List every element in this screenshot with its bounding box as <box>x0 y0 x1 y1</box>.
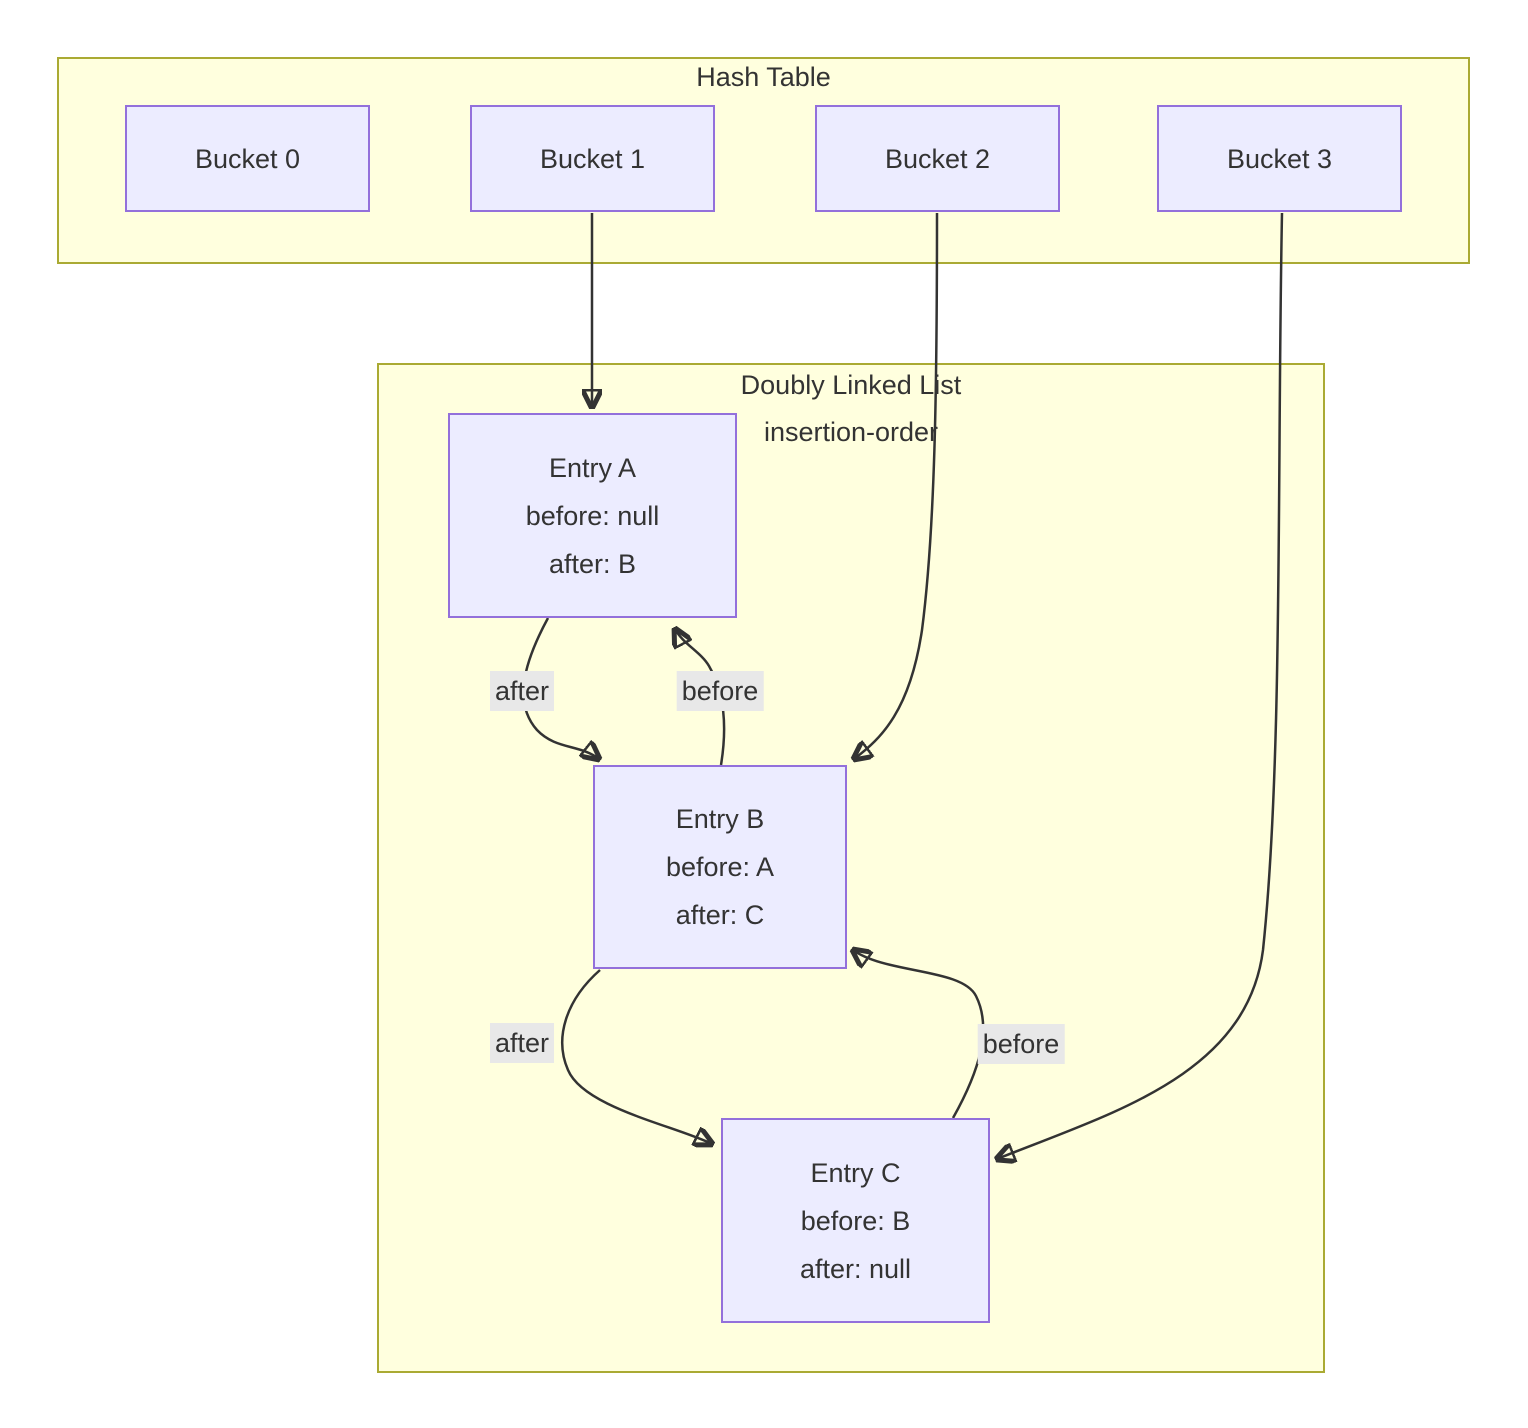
entry-b-name: Entry B <box>675 804 765 834</box>
bucket-3-label: Bucket 3 <box>1226 143 1333 174</box>
bucket-0: Bucket 0 <box>125 105 370 212</box>
entry-c-before: before: B <box>800 1205 911 1236</box>
entry-a-after: after: B <box>548 548 637 579</box>
edge-label-before-c-b: before <box>977 1024 1065 1064</box>
entry-b-after: after: C <box>675 900 765 930</box>
bucket-1-label: Bucket 1 <box>539 143 646 174</box>
edge-label-after-a-b: after <box>489 671 555 711</box>
bucket-1: Bucket 1 <box>470 105 715 212</box>
bucket-0-label: Bucket 0 <box>194 143 301 174</box>
edge-label-before-b-a: before <box>676 671 764 711</box>
entry-c-name: Entry C <box>810 1157 901 1188</box>
entry-c-after: after: null <box>799 1253 912 1284</box>
entry-a: Entry A before: null after: B <box>448 413 737 618</box>
entry-a-name: Entry A <box>548 452 637 483</box>
hash-table-title: Hash Table <box>696 62 831 92</box>
entry-b: Entry B before: A after: C <box>593 765 847 969</box>
bucket-2: Bucket 2 <box>815 105 1060 212</box>
bucket-3: Bucket 3 <box>1157 105 1402 212</box>
entry-b-before: before: A <box>665 852 775 882</box>
bucket-2-label: Bucket 2 <box>884 143 991 174</box>
entry-a-before: before: null <box>525 500 660 531</box>
edge-label-after-b-c: after <box>489 1023 555 1063</box>
entry-c: Entry C before: B after: null <box>721 1118 990 1323</box>
linked-list-title: Doubly Linked List <box>740 370 962 400</box>
